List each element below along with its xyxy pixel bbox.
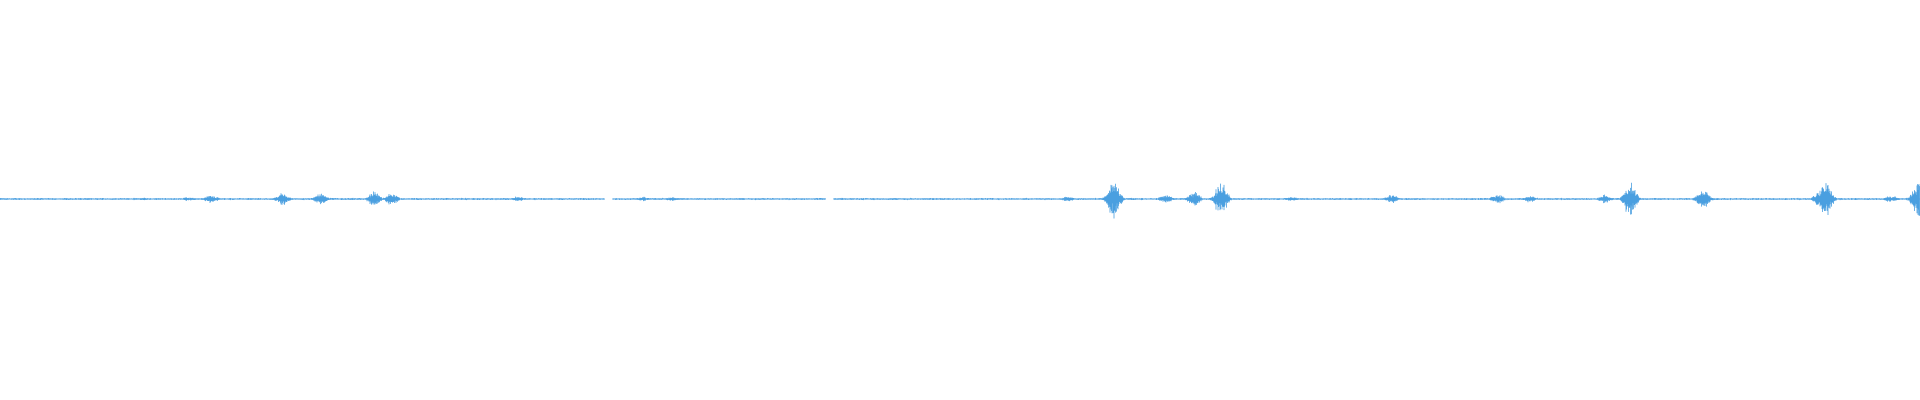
- waveform-gap-1: [825, 197, 834, 201]
- waveform-gap-0: [604, 197, 613, 201]
- waveform-samples: [0, 182, 1920, 219]
